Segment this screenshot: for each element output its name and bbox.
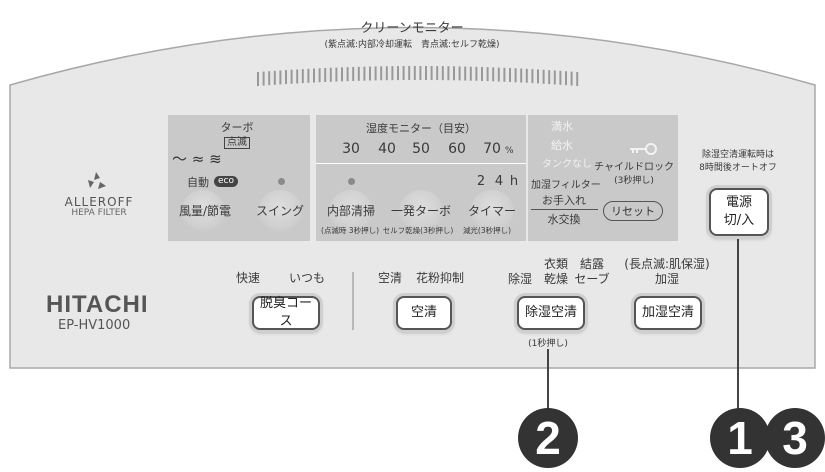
volume-save-button[interactable]: 風量/節電 xyxy=(178,204,232,218)
filter-label-2: お手入れ xyxy=(542,194,586,207)
callout-3: 3 xyxy=(765,408,825,468)
humid-clean-button[interactable]: 加湿空清 xyxy=(634,296,702,330)
humidity-unit: % xyxy=(505,146,514,156)
inner-clean-indicator xyxy=(348,178,355,185)
callout-2: 2 xyxy=(518,408,578,468)
deodor-fast-label: 快速 xyxy=(235,271,261,285)
power-note-1: 除湿空清運転時は xyxy=(701,150,775,160)
humidity-30: 30 xyxy=(342,141,360,157)
volume-button-light[interactable] xyxy=(181,190,225,234)
water-change-label: 水交換 xyxy=(547,213,581,226)
humidity-60: 60 xyxy=(448,141,466,157)
dehumid-press-note: (1秒押し) xyxy=(526,339,570,349)
power-button[interactable]: 電源 切/入 xyxy=(709,188,769,236)
no-tank-label: タンクなし xyxy=(542,159,592,170)
turbo-label: ターボ xyxy=(220,121,254,134)
swing-button-light[interactable] xyxy=(258,190,302,234)
filter-divider xyxy=(531,209,598,210)
auto-label: 自動 xyxy=(187,176,209,189)
reset-button[interactable]: リセット xyxy=(603,201,663,221)
dehumid-clean-button[interactable]: 除湿空清 xyxy=(517,296,585,330)
power-label-2: 切/入 xyxy=(723,213,755,228)
power-label-1: 電源 xyxy=(725,195,752,211)
swing-indicator xyxy=(278,178,285,185)
child-lock-label: チャイルドロック xyxy=(594,162,674,173)
fan-speed-icon: ～ ≈ ≋ xyxy=(172,150,222,168)
clean-air-button[interactable]: 空清 xyxy=(396,296,452,330)
humidity-40: 40 xyxy=(378,141,396,157)
hepa-filter-label: HEPA FILTER xyxy=(71,208,127,218)
clean-air-label: 空清 xyxy=(377,271,403,285)
humidity-70: 70 xyxy=(483,141,501,157)
inner-clean-button[interactable]: 内部清掃 xyxy=(326,204,376,218)
supply-water-label: 給水 xyxy=(551,139,573,152)
humidity-monitor-title: 湿度モニター（目安） xyxy=(366,122,476,135)
power-note-2: 8時間後オートオフ xyxy=(699,163,777,173)
turbo-blink-badge: 点滅 xyxy=(224,137,250,149)
divider xyxy=(316,163,526,164)
humid-note-1: (長点滅:肌保湿) xyxy=(624,257,710,271)
pollen-label: 花粉抑制 xyxy=(415,271,465,285)
clothes-label-2: 乾燥 xyxy=(543,272,569,286)
self-dry-note: セルフ乾燥(3秒押し) xyxy=(382,226,454,235)
full-water-label: 満水 xyxy=(551,120,573,133)
timer-2h: 2 xyxy=(476,174,486,189)
clean-monitor-subtitle: (紫点滅:内部冷却運転 青点滅:セルフ乾燥) xyxy=(324,40,500,50)
child-lock-note: (3秒押し) xyxy=(614,176,654,186)
filter-label-1: 加湿フィルター xyxy=(531,180,601,191)
turbo-once-button[interactable]: 一発ターボ xyxy=(390,204,452,218)
timer-light[interactable] xyxy=(470,190,514,234)
timer-button[interactable]: タイマー xyxy=(467,204,517,218)
hitachi-logo: HITACHI xyxy=(46,291,149,318)
inner-clean-note: (点滅時 3秒押し) xyxy=(320,226,380,235)
key-icon xyxy=(630,143,657,155)
deodor-always-label: いつも xyxy=(288,271,326,285)
alleroff-logo: ALLEROFF xyxy=(64,195,134,209)
dim-note: 減光(3秒押し) xyxy=(462,226,512,235)
timer-unit: h xyxy=(509,174,519,189)
clean-monitor-title: クリーンモニター xyxy=(360,21,464,36)
dehumid-label: 除湿 xyxy=(507,272,533,286)
deodorize-course-button[interactable]: 脱臭コース xyxy=(252,296,320,330)
model-number: EP-HV1000 xyxy=(58,318,131,333)
swing-button[interactable]: スイング xyxy=(255,204,305,218)
allergen-icon xyxy=(88,172,106,189)
humid-note-2: 加湿 xyxy=(654,272,680,286)
clean-monitor-led xyxy=(255,58,585,84)
eco-badge: eco xyxy=(214,176,238,187)
callout-1: 1 xyxy=(710,408,770,468)
timer-4h: 4 xyxy=(494,174,504,189)
inner-clean-light[interactable] xyxy=(329,190,373,234)
humidity-50: 50 xyxy=(412,141,430,157)
condense-label-2: セーブ xyxy=(574,272,610,286)
clothes-label-1: 衣類 xyxy=(543,257,569,271)
turbo-once-light[interactable] xyxy=(399,190,443,234)
condense-label-1: 結露 xyxy=(579,257,605,271)
